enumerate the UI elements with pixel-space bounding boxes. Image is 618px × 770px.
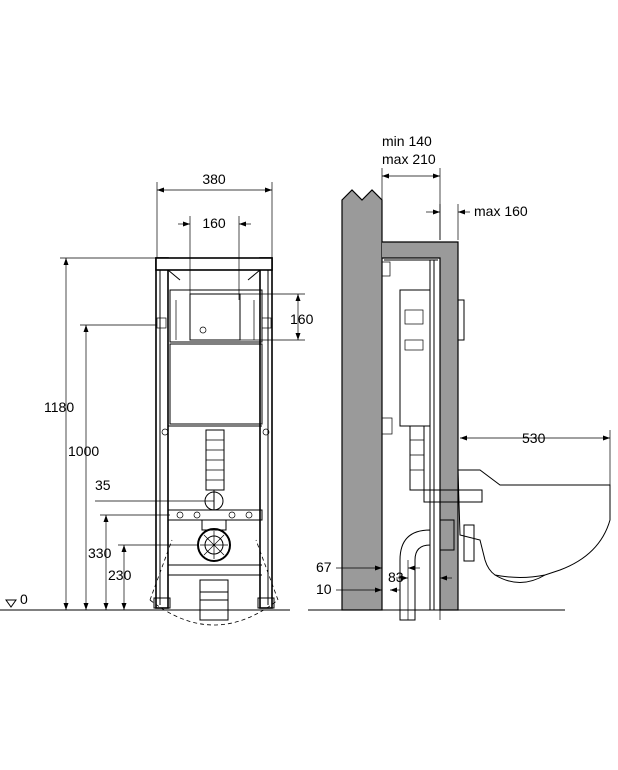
cistern-body — [169, 343, 263, 425]
flush-pipe-side — [409, 426, 483, 503]
dim-10: 10 — [316, 581, 332, 597]
side-frame — [381, 259, 483, 621]
drain-bend — [399, 529, 431, 621]
dim-height-35: 35 — [95, 477, 111, 493]
wall — [341, 189, 383, 611]
dim-height-330: 330 — [88, 545, 112, 561]
dim-height-1000: 1000 — [68, 443, 99, 459]
dim-83: 83 — [388, 569, 404, 585]
dim-height-1180: 1180 — [44, 399, 74, 415]
frame — [149, 257, 279, 626]
dim-floor-zero: 0 — [20, 591, 28, 607]
dim-depth-min: min 140 — [382, 133, 432, 149]
dim-67: 67 — [316, 559, 332, 575]
wc-bowl — [457, 469, 611, 578]
dim-width-380: 380 — [202, 171, 226, 187]
dim-height-230: 230 — [108, 567, 132, 583]
dim-offset-max: max 160 — [474, 203, 528, 219]
dim-height-160: 160 — [290, 311, 314, 327]
side-view: min 140 max 210 max 160 530 67 83 10 — [308, 133, 611, 621]
dim-depth-max: max 210 — [382, 151, 436, 167]
flush-pipe — [205, 429, 225, 491]
floor-level-marker — [5, 599, 17, 608]
cistern-side — [399, 289, 431, 427]
dim-width-160: 160 — [202, 215, 226, 231]
wc-fixing-bar — [167, 509, 263, 521]
flush-plate-opening — [189, 293, 241, 341]
dim-bowl-length: 530 — [522, 430, 546, 446]
front-view: 0 — [0, 171, 314, 626]
installation-enclosure — [382, 241, 459, 611]
